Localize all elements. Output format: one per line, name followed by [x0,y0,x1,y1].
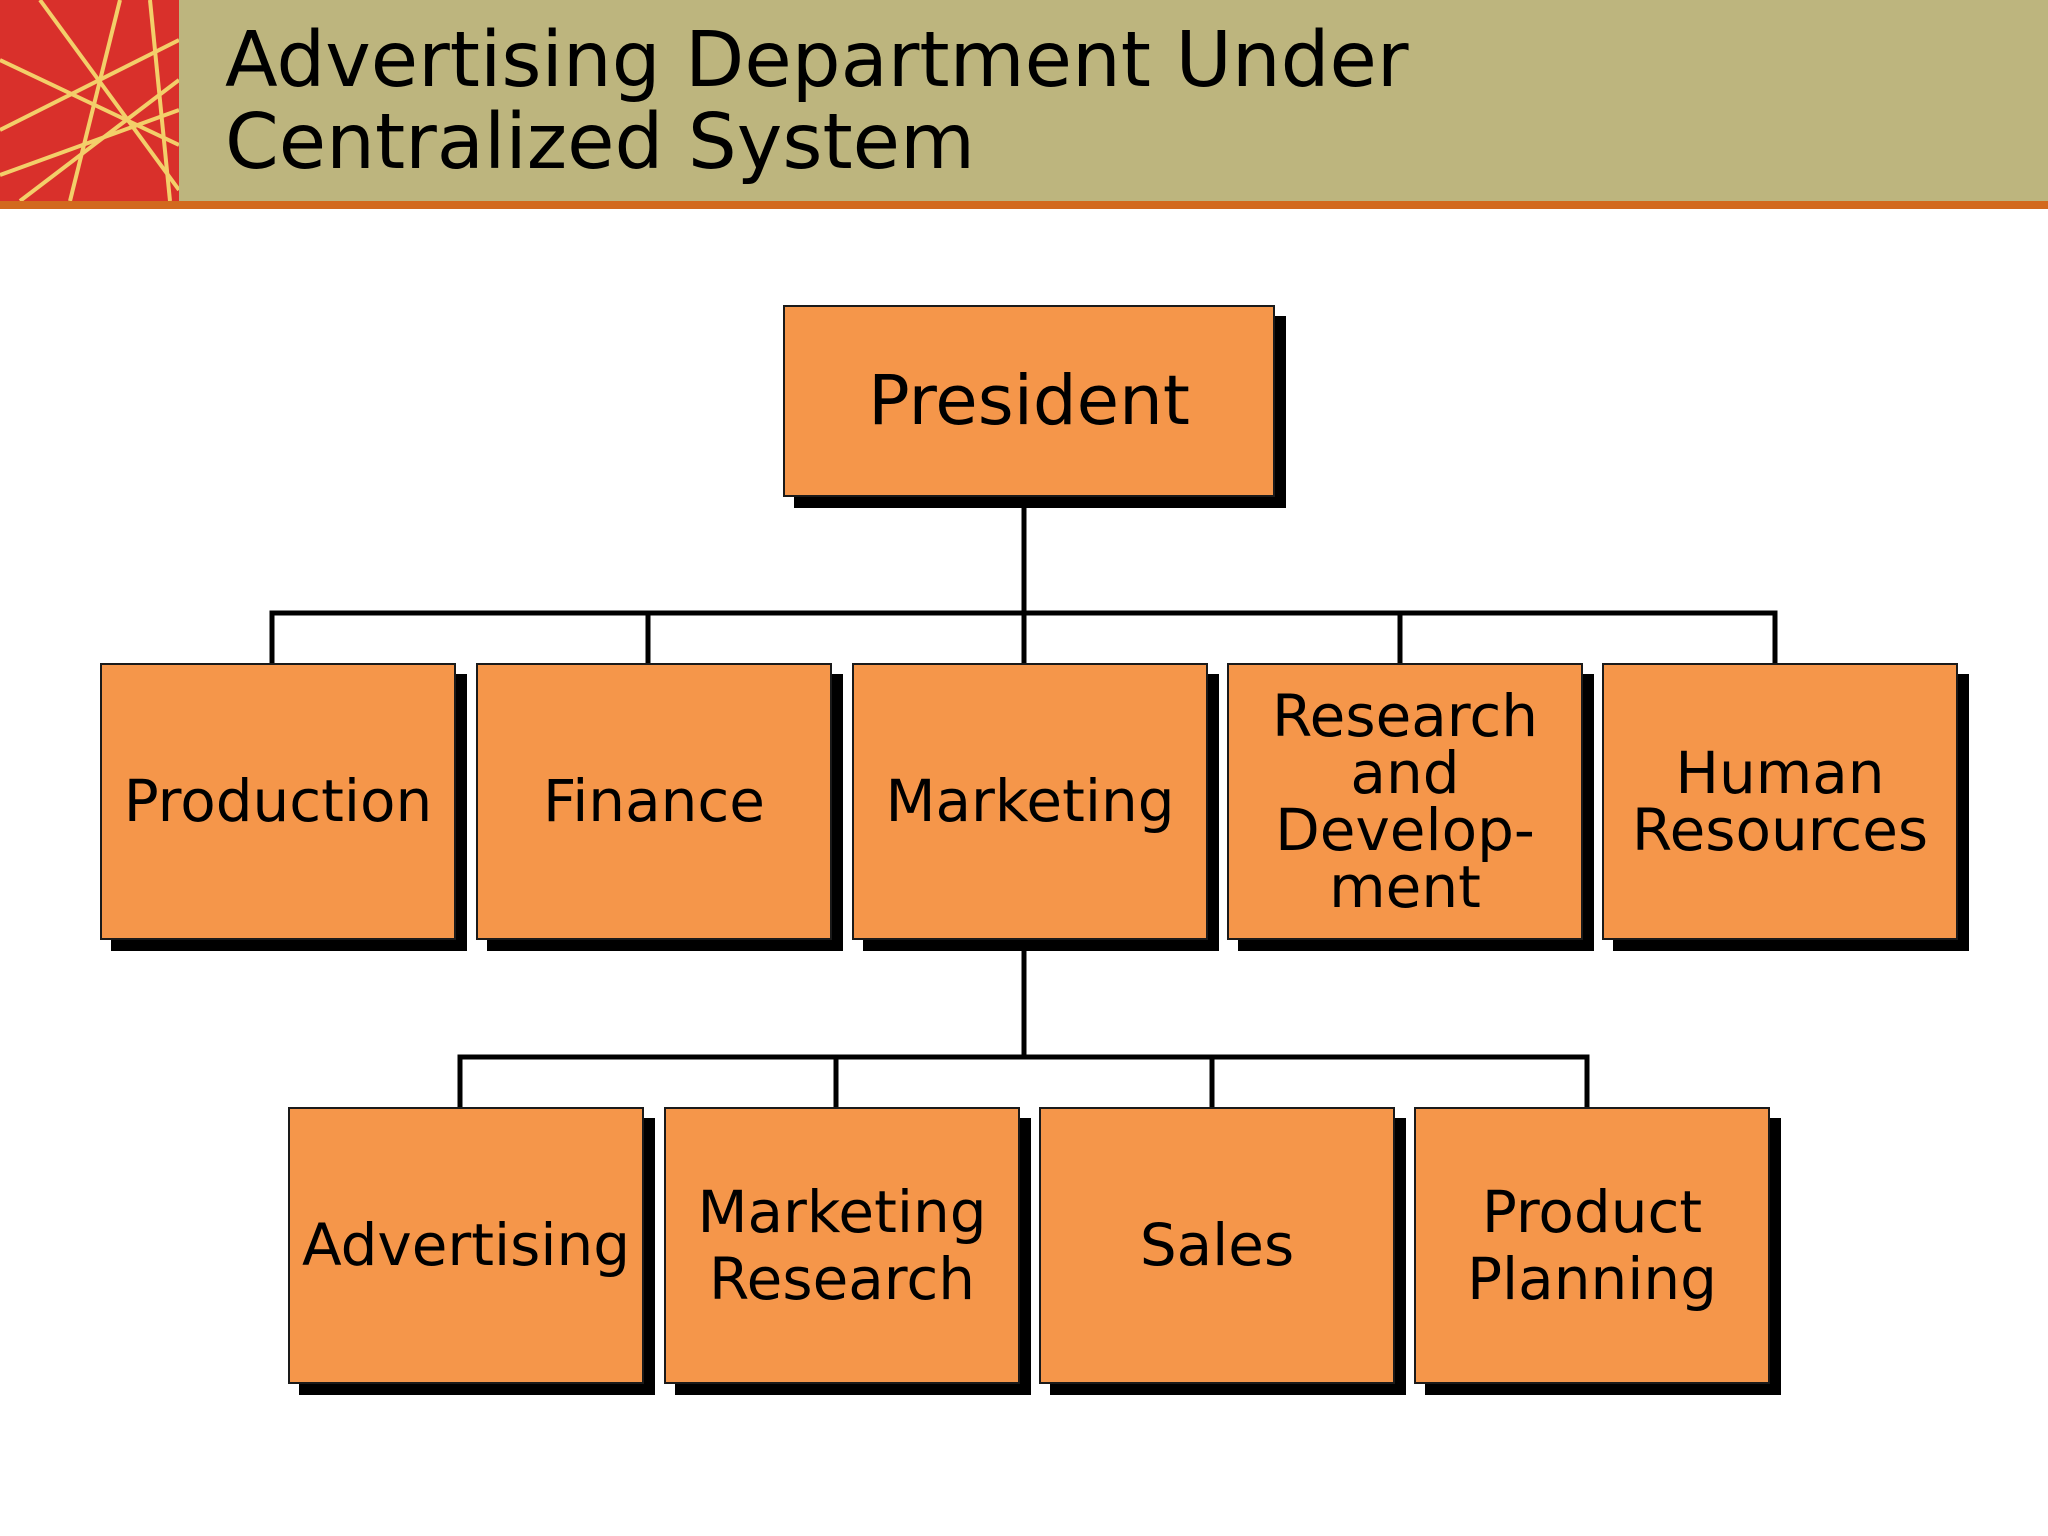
org-box-label: Human Resources [1631,738,1929,864]
org-box-marketing-research: Marketing Research [664,1107,1020,1384]
org-box-research-and-development: Research and Develop- ment [1227,663,1583,940]
org-box-product-planning: Product Planning [1414,1107,1770,1384]
crossing-lines-logo-icon [0,0,179,201]
org-box-president: President [783,305,1275,497]
org-box-label: Production [123,767,433,835]
org-box-label: President [868,361,1190,441]
org-box-label: Marketing Research [697,1177,987,1313]
slide-title: Advertising Department Under Centralized… [225,16,1409,187]
org-box-advertising: Advertising [288,1107,644,1384]
org-box-finance: Finance [476,663,832,940]
org-box-label: Advertising [301,1211,631,1279]
org-box-label: Finance [543,767,765,835]
org-box-production: Production [100,663,456,940]
header-rule [0,201,2048,209]
org-box-label: Marketing [885,767,1175,835]
org-box-sales: Sales [1039,1107,1395,1384]
org-box-label: Research and Develop- ment [1271,681,1539,921]
header-band [0,0,2048,201]
org-box-label: Product Planning [1467,1177,1717,1313]
org-box-marketing: Marketing [852,663,1208,940]
org-box-label: Sales [1139,1211,1295,1279]
org-box-human-resources: Human Resources [1602,663,1958,940]
